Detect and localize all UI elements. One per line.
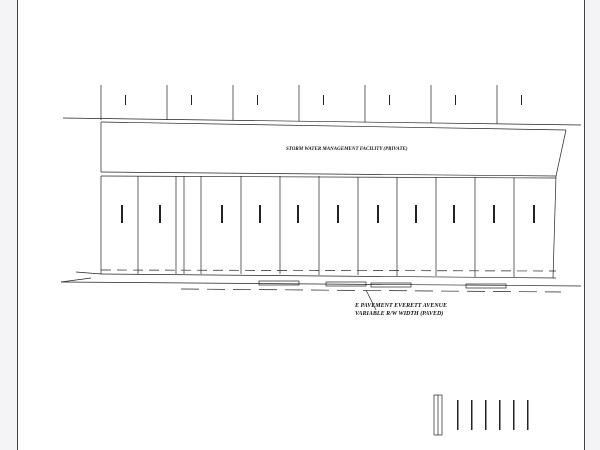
road-width-label: VARIABLE R/W WIDTH (PAVED) <box>355 311 444 317</box>
swm-facility-label: STORM WATER MANAGEMENT FACILITY (PRIVATE… <box>286 147 408 152</box>
road-name-label: E PAVEMENT EVERETT AVENUE <box>355 303 447 309</box>
plat-drawing <box>60 85 582 436</box>
plat-sheet: STORM WATER MANAGEMENT FACILITY (PRIVATE… <box>17 0 585 450</box>
